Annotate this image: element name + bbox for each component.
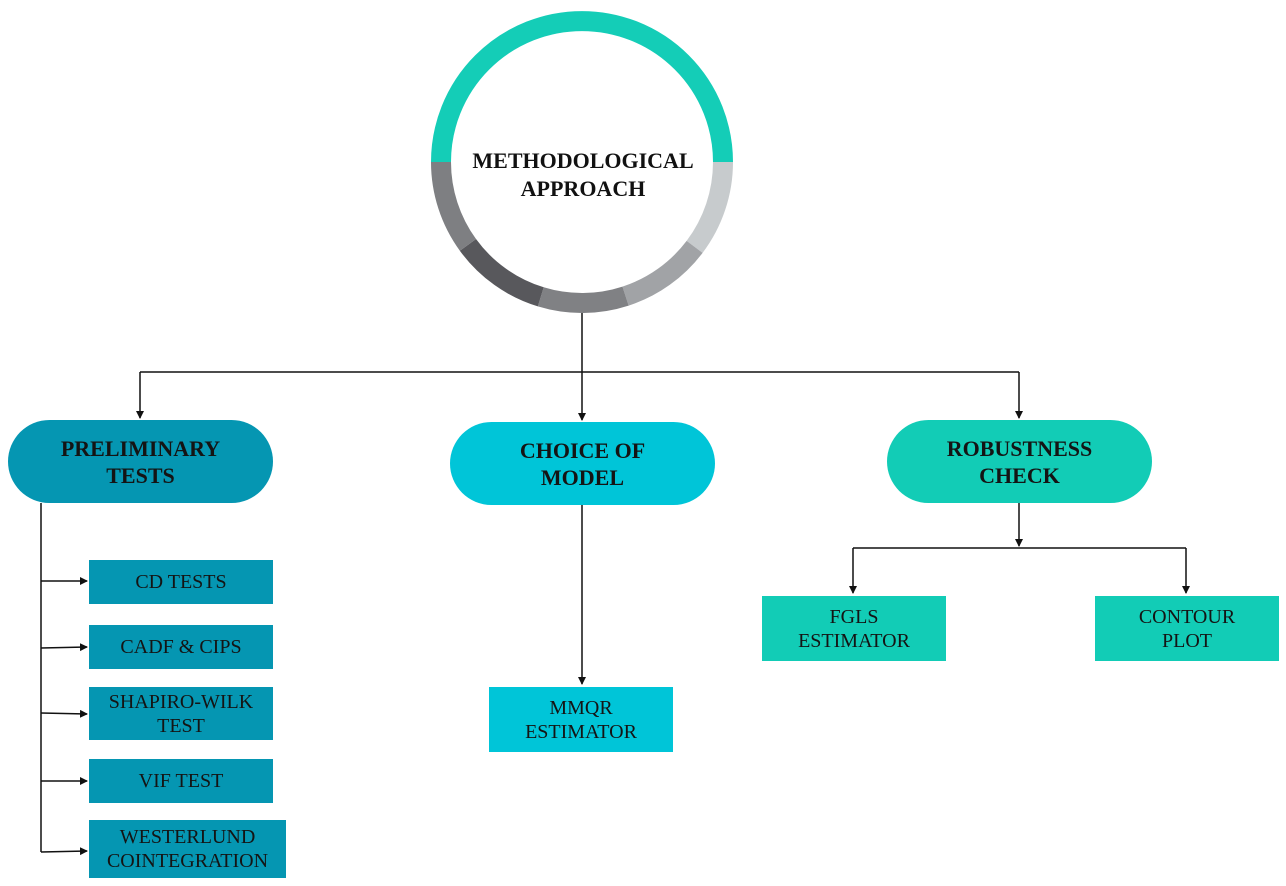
westerlund-label: WESTERLUND COINTEGRATION [106,826,269,872]
cd-tests-label: CD TESTS [135,571,227,593]
choice-of-model-label: CHOICE OF MODEL [519,437,646,490]
preliminary-tests-node: PRELIMINARY TESTS [8,420,273,503]
arrow-to-westerlund [40,847,88,856]
preliminary-tests-label: PRELIMINARY TESTS [60,435,221,488]
mmqr-estimator-box: MMQR ESTIMATOR [489,687,673,752]
vif-test-box: VIF TEST [89,759,273,803]
contour-plot-box: CONTOUR PLOT [1095,596,1279,661]
robustness-check-node: ROBUSTNESS CHECK [887,420,1152,503]
ring-segment-top [431,11,733,163]
cadf-cips-box: CADF & CIPS [89,625,273,669]
contour-plot-label: CONTOUR PLOT [1138,605,1236,652]
shapiro-wilk-box: SHAPIRO-WILK TEST [89,687,273,740]
fgls-estimator-label: FGLS ESTIMATOR [798,605,910,652]
ring-segment-mid [622,240,703,306]
shapiro-wilk-label: SHAPIRO-WILK TEST [108,690,254,737]
choice-of-model-node: CHOICE OF MODEL [450,422,715,505]
vif-test-label: VIF TEST [138,770,224,792]
fgls-estimator-box: FGLS ESTIMATOR [762,596,946,661]
center-title-text: METHODOLOGICAL APPROACH [472,148,694,201]
cd-tests-box: CD TESTS [89,560,273,604]
robustness-check-label: ROBUSTNESS CHECK [946,435,1093,488]
center-title: METHODOLOGICAL APPROACH [452,145,714,205]
ring-segment-light [686,161,733,253]
ring-segment-gray [537,286,629,313]
arrow-to-cadf-cips [40,643,88,652]
westerlund-box: WESTERLUND COINTEGRATION [89,820,286,878]
ring-segment-slate [431,161,477,251]
connector-lines [40,313,1190,856]
arrow-to-shapiro-wilk [40,709,88,718]
cadf-cips-label: CADF & CIPS [120,636,242,658]
ring-segment-dark [459,238,544,307]
mmqr-estimator-label: MMQR ESTIMATOR [525,696,637,743]
methodology-ring [431,11,733,313]
